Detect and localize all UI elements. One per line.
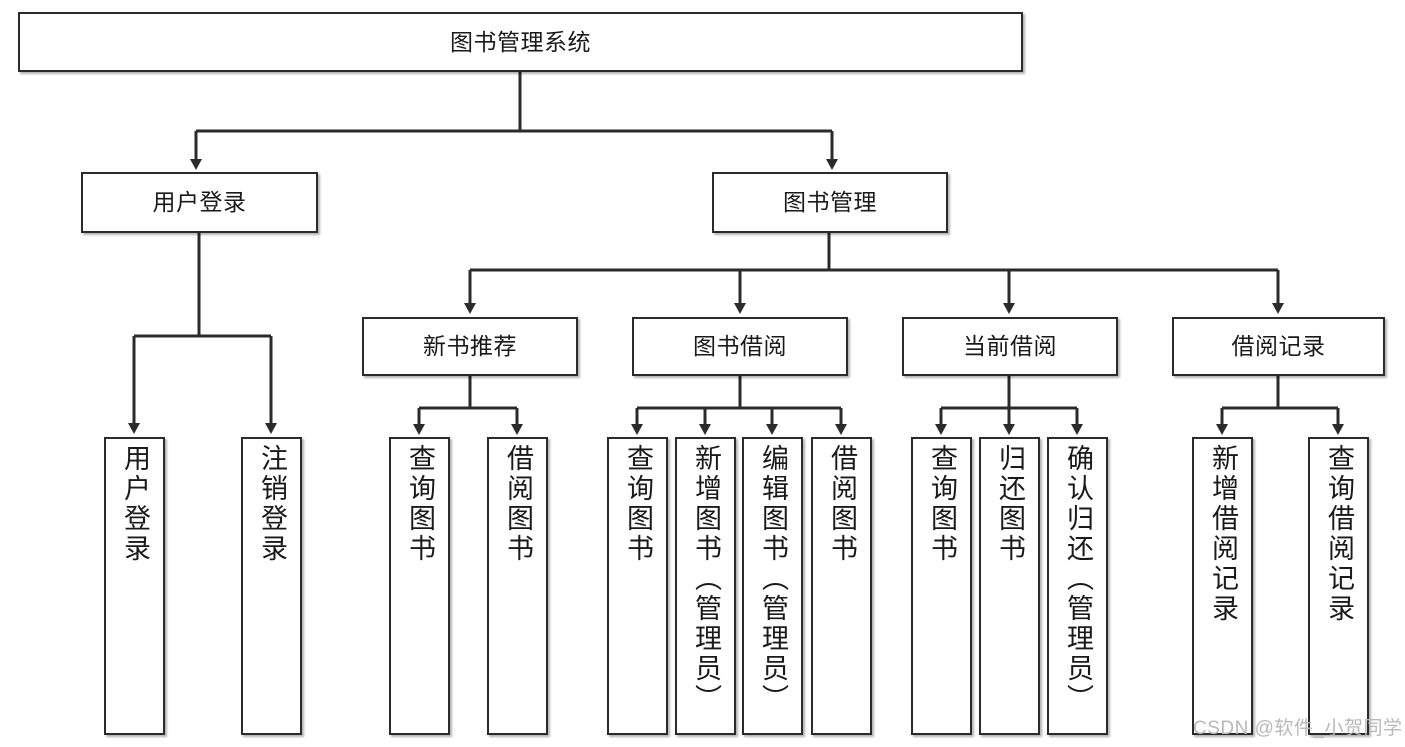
node-leaf-add-book[interactable]: 新增图书（管理员）: [675, 437, 736, 735]
node-leaf-query-book-c[interactable]: 查询图书: [911, 437, 972, 735]
csdn-watermark: CSDN @软件_小贺同学: [1193, 718, 1403, 739]
node-label: 查询图书: [623, 444, 653, 564]
node-label: 归还图书: [995, 444, 1025, 564]
node-label: 注销登录: [257, 444, 287, 564]
node-label: 确认归还（管理员）: [1063, 444, 1093, 714]
node-leaf-edit-book[interactable]: 编辑图书（管理员）: [742, 437, 803, 735]
node-label: 查询图书: [405, 444, 435, 564]
node-label: 查询借阅记录: [1324, 444, 1354, 624]
node-leaf-query-book-a[interactable]: 查询图书: [389, 437, 450, 735]
node-label: 借阅记录: [1231, 333, 1326, 360]
node-label: 编辑图书（管理员）: [758, 444, 788, 714]
node-leaf-borrow-book-b[interactable]: 借阅图书: [811, 437, 872, 735]
node-label: 当前借阅: [963, 333, 1057, 360]
node-label: 图书管理: [783, 189, 877, 216]
node-leaf-query-record[interactable]: 查询借阅记录: [1308, 437, 1369, 735]
node-label: 用户登录: [120, 444, 150, 564]
node-leaf-query-book-b[interactable]: 查询图书: [607, 437, 668, 735]
node-label: 用户登录: [152, 189, 247, 216]
node-label: 借阅图书: [503, 444, 533, 564]
node-label: 借阅图书: [827, 444, 857, 564]
node-new-book-recommend[interactable]: 新书推荐: [362, 317, 578, 376]
node-leaf-return-book[interactable]: 归还图书: [979, 437, 1040, 735]
node-label: 新增借阅记录: [1208, 444, 1238, 624]
node-borrow-record[interactable]: 借阅记录: [1172, 317, 1385, 376]
node-label: 查询图书: [927, 444, 957, 564]
node-leaf-user-login[interactable]: 用户登录: [104, 437, 165, 735]
node-leaf-borrow-book-a[interactable]: 借阅图书: [487, 437, 548, 735]
node-current-borrow[interactable]: 当前借阅: [902, 317, 1118, 376]
node-leaf-add-record[interactable]: 新增借阅记录: [1192, 437, 1253, 735]
node-user-login[interactable]: 用户登录: [81, 172, 318, 233]
node-book-borrow[interactable]: 图书借阅: [632, 317, 848, 376]
node-book-manage[interactable]: 图书管理: [712, 172, 948, 233]
node-label: 图书管理系统: [450, 28, 591, 55]
node-label: 图书借阅: [693, 333, 787, 360]
node-label: 新增图书（管理员）: [691, 444, 721, 714]
node-root-book-management-system[interactable]: 图书管理系统: [18, 12, 1023, 72]
node-label: 新书推荐: [423, 333, 517, 360]
node-leaf-logout-login[interactable]: 注销登录: [241, 437, 302, 735]
node-leaf-confirm-return[interactable]: 确认归还（管理员）: [1047, 437, 1108, 735]
